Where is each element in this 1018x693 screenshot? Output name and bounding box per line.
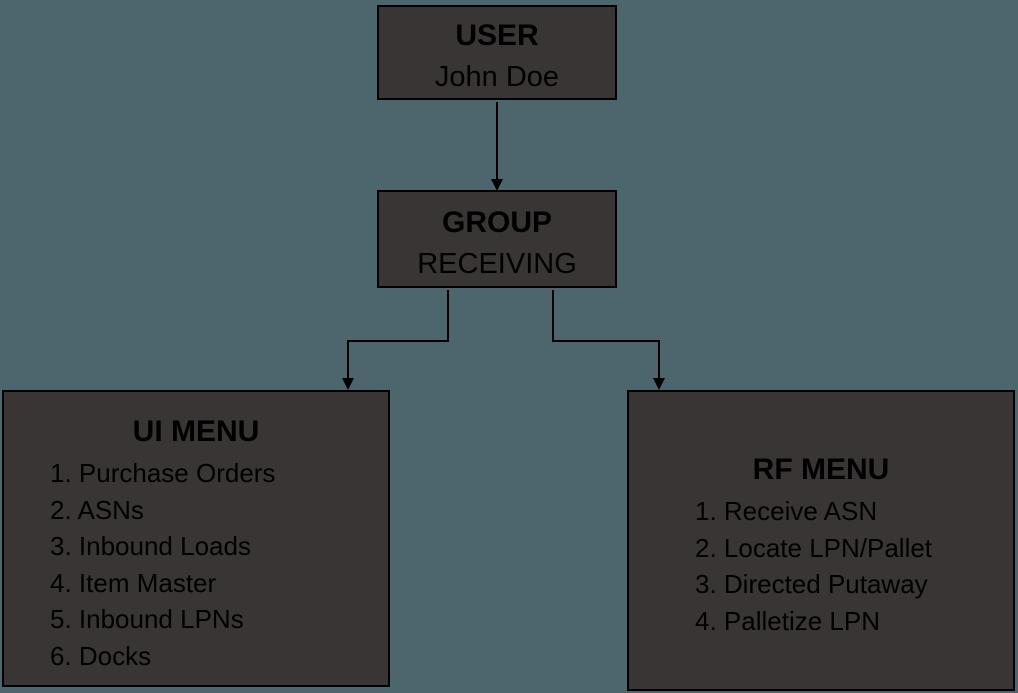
menu-item: 4. Item Master bbox=[50, 567, 217, 598]
group-node-value: RECEIVING bbox=[417, 248, 577, 280]
group-node: GROUP RECEIVING bbox=[377, 190, 617, 288]
menu-item: 6. Docks bbox=[50, 640, 152, 671]
rf-menu-node: RF MENU 1. Receive ASN 2. Locate LPN/Pall… bbox=[627, 390, 1015, 691]
menu-item: 3. Inbound Loads bbox=[50, 531, 251, 561]
ui-menu-items: 1. Purchase Orders 2. ASNs 3. Inbound Load… bbox=[4, 454, 388, 674]
menu-item: 5. Inbound LPNs bbox=[50, 604, 244, 634]
user-node: USER John Doe bbox=[377, 5, 617, 100]
ui-menu-node: UI MENU 1. Purchase Orders 2. ASNs 3. Inbo… bbox=[2, 390, 390, 687]
connector-group-to-rf-menu bbox=[552, 290, 665, 390]
group-node-title: GROUP bbox=[441, 206, 552, 239]
ui-menu-title: UI MENU bbox=[132, 415, 260, 448]
menu-item: 2. Locate LPN/Pallet bbox=[695, 532, 933, 563]
menu-item: 1. Purchase Orders bbox=[50, 458, 276, 488]
connector-group-to-ui-menu bbox=[342, 290, 449, 390]
rf-menu-items: 1. Receive ASN 2. Locate LPN/Pallet 3. Dir… bbox=[629, 492, 1013, 639]
rf-menu-title: RF MENU bbox=[752, 453, 890, 486]
menu-item: 2. ASNs bbox=[50, 494, 144, 525]
user-node-title: USER bbox=[455, 19, 539, 52]
menu-item: 4. Palletize LPN bbox=[695, 605, 880, 636]
menu-item: 1. Receive ASN bbox=[695, 496, 878, 526]
menu-item: 3. Directed Putaway bbox=[695, 569, 928, 599]
user-node-value: John Doe bbox=[434, 61, 560, 93]
connector-user-to-group bbox=[491, 102, 503, 191]
